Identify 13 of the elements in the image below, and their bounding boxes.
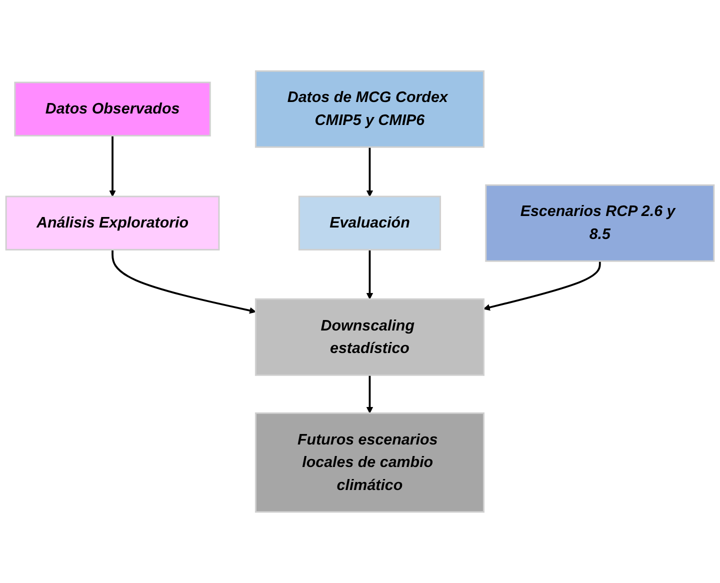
node-box: Evaluación — [298, 196, 442, 250]
arrow — [483, 261, 601, 311]
arrow — [109, 136, 116, 197]
arrow — [366, 147, 374, 197]
node-box: Futuros escenarios locales de cambio climático — [254, 412, 484, 513]
arrow — [366, 250, 374, 300]
node-box: Downscaling estadístico — [254, 298, 484, 376]
node-box: Análisis Exploratorio — [5, 196, 220, 250]
node-box: Datos de MCG Cordex CMIP5 y CMIP6 — [254, 70, 484, 148]
node-box: Datos Observados — [14, 82, 211, 136]
arrow — [112, 250, 256, 314]
arrow — [366, 375, 374, 414]
node-box: Escenarios RCP 2.6 y 8.5 — [485, 184, 715, 262]
